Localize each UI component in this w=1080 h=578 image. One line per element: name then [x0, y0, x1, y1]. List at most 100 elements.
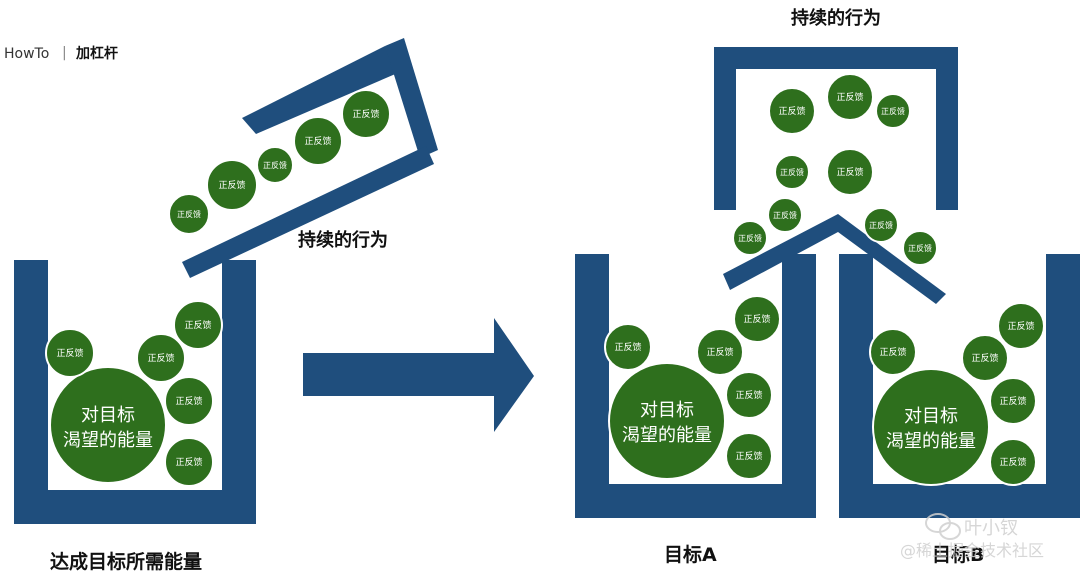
bubble: 正反馈 [863, 207, 899, 243]
bubble: 正反馈 [206, 159, 258, 211]
transform-arrow-icon [303, 318, 534, 432]
core-energy-bubble: 对目标 渴望的能量 [608, 362, 726, 480]
bubble: 正反馈 [725, 371, 773, 419]
container-a [575, 254, 816, 518]
bubble-label: 正反馈 [743, 313, 770, 325]
bubble: 正反馈 [341, 89, 391, 139]
bubble-label: 正反馈 [352, 108, 379, 120]
bubble: 正反馈 [136, 333, 186, 383]
container-a-bubbles: 对目标 渴望的能量 正反馈 正反馈 正反馈 正反馈 正反馈 [604, 295, 781, 480]
bubble: 正反馈 [293, 116, 343, 166]
bubble-label: 正反馈 [735, 389, 762, 401]
bubble: 正反馈 [869, 328, 917, 376]
left-container-wall-left [14, 260, 48, 524]
core-energy-bubble: 对目标 渴望的能量 [49, 366, 167, 484]
bubble-label: 正反馈 [56, 347, 83, 359]
bubble: 正反馈 [173, 300, 223, 350]
bubble: 正反馈 [902, 230, 938, 266]
container-b-wall-left [839, 254, 873, 518]
bubble-label: 正反馈 [780, 167, 804, 177]
core-energy-bubble: 对目标 渴望的能量 [872, 368, 990, 486]
bubble-label: 正反馈 [706, 346, 733, 358]
bubble-label: 正反馈 [263, 160, 287, 170]
header-separator: | [62, 45, 67, 61]
bubble: 正反馈 [997, 302, 1045, 350]
brand-label: HowTo [4, 46, 49, 62]
bubble: 正反馈 [604, 323, 652, 371]
left-chute-bubbles: 正反馈 正反馈 正反馈 正反馈 正反馈 [168, 89, 391, 235]
bubble-label: 正反馈 [1007, 320, 1034, 332]
bubble-label: 正反馈 [304, 135, 331, 147]
bubble-label: 正反馈 [999, 395, 1026, 407]
bubble-label: 正反馈 [175, 395, 202, 407]
bubble: 正反馈 [961, 334, 1009, 382]
goal-energy-caption: 达成目标所需能量 [50, 550, 202, 573]
left-chute [182, 38, 438, 278]
bubble: 正反馈 [767, 197, 803, 233]
bubble-label: 正反馈 [999, 456, 1026, 468]
bubble: 正反馈 [725, 432, 773, 480]
bubble: 正反馈 [826, 73, 874, 121]
container-a-wall-right [782, 254, 816, 518]
bubble-label: 正反馈 [147, 352, 174, 364]
bubble-label: 正反馈 [869, 220, 893, 230]
core-energy-line2: 渴望的能量 [63, 430, 153, 451]
watermark: 叶小钗 @稀土掘金技术社区 [900, 513, 1044, 560]
splitter-roof [723, 214, 946, 304]
container-a-wall-left [575, 254, 609, 518]
left-chute-bottom-wall [182, 146, 434, 278]
watermark-site: @稀土掘金技术社区 [900, 541, 1044, 560]
goal-a-label: 目标A [664, 544, 717, 566]
bubble: 正反馈 [875, 93, 911, 129]
wechat-icon [925, 513, 961, 540]
left-container [14, 260, 256, 524]
bubble: 正反馈 [989, 438, 1037, 486]
core-energy-line1: 对目标 [640, 400, 694, 421]
continuous-action-label-right: 持续的行为 [791, 7, 881, 29]
core-energy-line2: 渴望的能量 [622, 425, 712, 446]
bubble-label: 正反馈 [184, 319, 211, 331]
top-funnel-wall-left [714, 47, 736, 210]
bubble-label: 正反馈 [778, 105, 805, 117]
container-b-wall-right [1046, 254, 1080, 518]
container-b-floor [839, 484, 1080, 518]
bubble-label: 正反馈 [881, 106, 905, 116]
bubble: 正反馈 [774, 154, 810, 190]
bubble: 正反馈 [256, 146, 294, 184]
continuous-action-label-left: 持续的行为 [298, 229, 388, 251]
left-container-floor [14, 490, 256, 524]
bubble: 正反馈 [826, 148, 874, 196]
top-funnel-bubbles: 正反馈 正反馈 正反馈 正反馈 正反馈 正反馈 正反馈 正反馈 [732, 73, 938, 266]
bubble-label: 正反馈 [177, 209, 201, 219]
bubble-label: 正反馈 [971, 352, 998, 364]
watermark-author: 叶小钗 [964, 518, 1018, 539]
bubble-label: 正反馈 [218, 179, 245, 191]
goal-b-label: 目标B [932, 544, 984, 566]
left-chute-end-wall [385, 38, 438, 158]
bubble: 正反馈 [768, 87, 816, 135]
container-a-floor [575, 484, 816, 518]
left-container-bubbles: 对目标 渴望的能量 正反馈 正反馈 正反馈 正反馈 正反馈 [45, 300, 223, 487]
bubble-label: 正反馈 [836, 91, 863, 103]
left-chute-top-wall [242, 46, 400, 134]
bubble: 正反馈 [168, 193, 210, 235]
bubble-label: 正反馈 [879, 346, 906, 358]
bubble-label: 正反馈 [738, 233, 762, 243]
bubble: 正反馈 [733, 295, 781, 343]
left-container-wall-right [222, 260, 256, 524]
bubble-label: 正反馈 [735, 450, 762, 462]
core-energy-line1: 对目标 [81, 405, 135, 426]
bubble-label: 正反馈 [614, 341, 641, 353]
core-energy-line2: 渴望的能量 [886, 431, 976, 452]
core-energy-line1: 对目标 [904, 406, 958, 427]
bubble-label: 正反馈 [175, 456, 202, 468]
top-funnel-roof [714, 47, 958, 69]
bubble: 正反馈 [989, 377, 1037, 425]
bubble: 正反馈 [732, 220, 768, 256]
page-title: 加杠杆 [75, 45, 118, 62]
bubble-label: 正反馈 [836, 166, 863, 178]
top-funnel [714, 47, 958, 210]
bubble: 正反馈 [164, 437, 214, 487]
bubble: 正反馈 [45, 328, 95, 378]
